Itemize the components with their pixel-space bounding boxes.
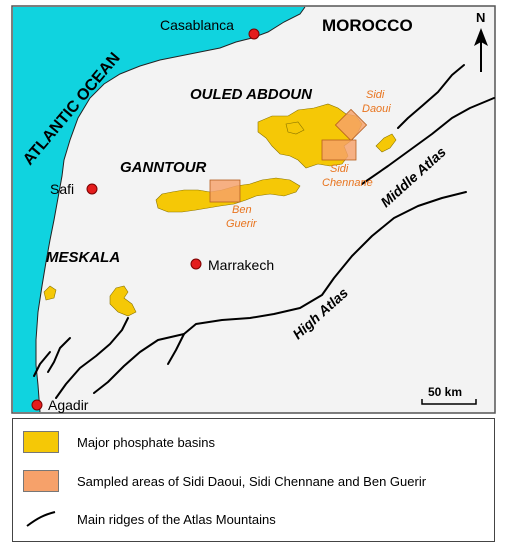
- legend-label: Sampled areas of Sidi Daoui, Sidi Chenna…: [77, 473, 427, 489]
- ridge-line-icon: [26, 511, 56, 527]
- atlas-ridges: [33, 64, 495, 399]
- meskala-label: MESKALA: [46, 249, 120, 266]
- sidi-chennane-area: [321, 139, 357, 161]
- ridge-line: [93, 191, 467, 394]
- legend-item-ridges: Main ridges of the Atlas Mountains: [23, 504, 276, 534]
- agadir-dot: [31, 399, 43, 411]
- casablanca-label: Casablanca: [160, 17, 234, 33]
- scale-bar-line: [421, 399, 477, 405]
- legend-label: Major phosphate basins: [77, 434, 216, 450]
- legend-item-sampled: Sampled areas of Sidi Daoui, Sidi Chenna…: [23, 466, 426, 496]
- coastline: [35, 6, 306, 413]
- country-label: MOROCCO: [322, 16, 413, 35]
- ridge-line: [55, 317, 129, 399]
- ridge-line: [47, 337, 71, 373]
- safi-label: Safi: [50, 181, 74, 197]
- ouled-abdoun-basin-east: [375, 133, 397, 153]
- ridge-line: [361, 97, 495, 185]
- ben-guerir-area: [209, 179, 241, 203]
- ben-guerir-label-line2: Guerir: [226, 218, 258, 230]
- casablanca-dot: [248, 28, 260, 40]
- legend-item-phosphate: Major phosphate basins: [23, 427, 215, 457]
- ouled-abdoun-basin-lobe: [285, 121, 305, 135]
- ganntour-label: GANNTOUR: [120, 159, 207, 176]
- agadir-label: Agadir: [48, 397, 89, 413]
- ridge-line: [33, 351, 51, 377]
- ridge-line: [397, 64, 465, 129]
- scale-label: 50 km: [428, 385, 462, 399]
- north-arrow-icon: [474, 28, 488, 46]
- legend: Major phosphate basins Sampled areas of …: [12, 418, 495, 542]
- sampled-swatch: [23, 470, 59, 492]
- meskala-basin-east: [109, 285, 137, 317]
- north-label: N: [476, 10, 485, 25]
- sidi-daoui-area: [334, 108, 368, 142]
- phosphate-swatch: [23, 431, 59, 453]
- marrakech-label: Marrakech: [208, 257, 274, 273]
- marrakech-dot: [190, 258, 202, 270]
- sidi-daoui-label-line1: Sidi: [366, 89, 385, 101]
- north-arrow: N: [474, 10, 488, 72]
- ouled-abdoun-label: OULED ABDOUN: [190, 86, 313, 103]
- sidi-chennane-label-line1: Sidi: [330, 163, 349, 175]
- meskala-basin-west: [43, 285, 57, 301]
- safi-dot: [86, 183, 98, 195]
- ben-guerir-label-line1: Ben: [232, 204, 252, 216]
- sidi-chennane-label-line2: Chennane: [322, 177, 373, 189]
- atlantic-ocean: [13, 7, 305, 412]
- sidi-daoui-label-line2: Daoui: [362, 103, 391, 115]
- scale-bar: 50 km: [421, 385, 477, 405]
- city-markers: [31, 28, 260, 411]
- map-canvas: Casablanca Safi Marrakech Agadir MOROCCO…: [11, 5, 496, 414]
- legend-label: Main ridges of the Atlas Mountains: [77, 511, 276, 527]
- sampled-areas: [209, 108, 368, 203]
- ridge-line: [167, 333, 185, 365]
